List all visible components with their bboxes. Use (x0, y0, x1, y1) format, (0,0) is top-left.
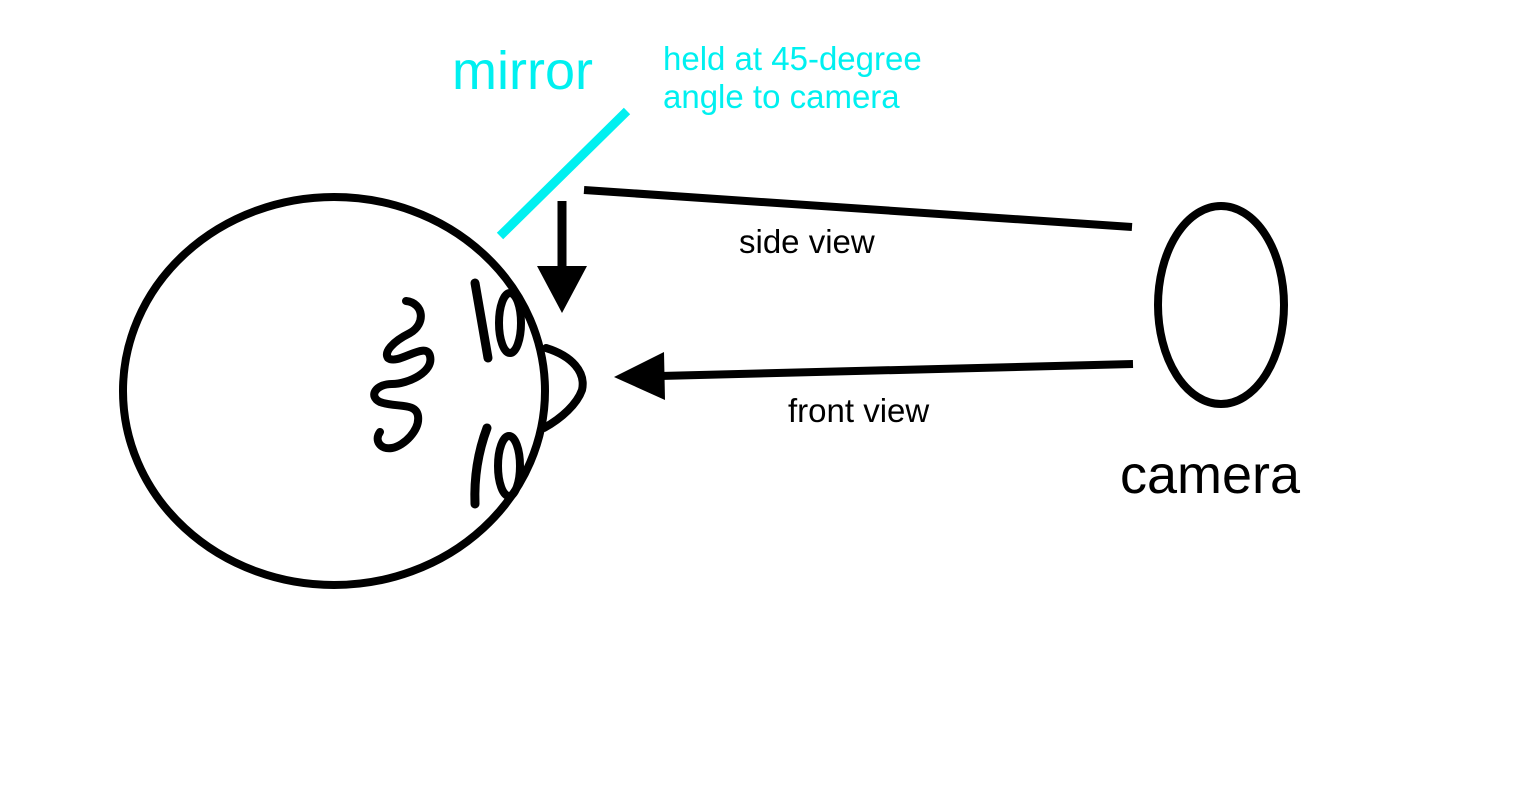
eye-bottom (494, 432, 524, 500)
side-view-line (583, 186, 1133, 231)
mirror-angle-note-line1: held at 45-degree (663, 40, 922, 77)
mirror-angle-note: held at 45-degree angle to camera (663, 40, 922, 116)
front-view-arrowhead (614, 352, 665, 400)
ear-squiggle (370, 297, 435, 453)
mirror-line (496, 107, 631, 240)
side-view-label: side view (739, 223, 875, 260)
front-view-label: front view (788, 392, 930, 429)
nose (540, 344, 587, 432)
side-view-arrowhead (537, 266, 587, 313)
eyebrow-top (470, 278, 493, 363)
mirror-label: mirror (452, 41, 593, 101)
eye-top (495, 289, 525, 357)
head-figure (119, 193, 587, 589)
camera-lens (1154, 202, 1288, 408)
head-outline (119, 193, 549, 589)
mirror-angle-note-line2: angle to camera (663, 78, 900, 115)
front-view-arrow-shaft (659, 360, 1134, 380)
camera-label: camera (1120, 445, 1301, 505)
eyebrow-bottom (470, 423, 492, 509)
